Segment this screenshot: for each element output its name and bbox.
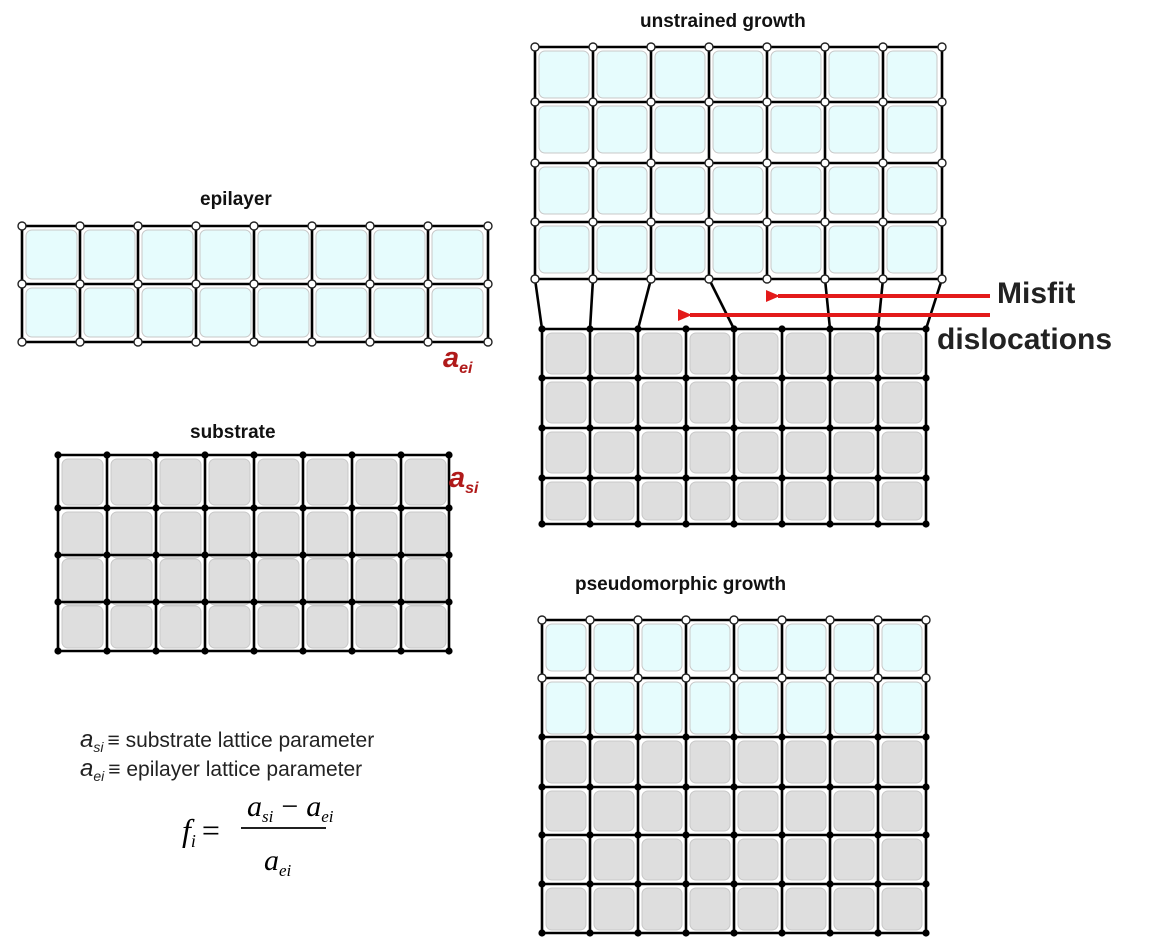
- unstrained-substrate-cells: [545, 332, 923, 521]
- substrate-label: substrate: [190, 422, 276, 443]
- unstrained-substrate-atoms: [538, 325, 930, 528]
- unstrained-epilayer-atoms: [530, 42, 947, 284]
- substrate-lattice: [54, 451, 453, 655]
- pseudomorphic-epilayer-cells: [545, 623, 923, 735]
- definitions: asi≡ substrate lattice parameter aei≡ ep…: [80, 726, 374, 784]
- epilayer-atoms: [17, 221, 493, 347]
- pseudomorphic-epilayer-atoms: [537, 615, 931, 683]
- unstrained-growth-label: unstrained growth: [640, 11, 806, 32]
- pseudomorphic-substrate-atoms: [538, 733, 930, 937]
- epilayer-cells: [25, 229, 484, 338]
- epilayer-label: epilayer: [200, 189, 272, 210]
- aei-symbol: aei: [443, 342, 473, 377]
- definition-epilayer: aei≡ epilayer lattice parameter: [80, 755, 362, 784]
- unstrained-epilayer-cells: [538, 50, 938, 274]
- formula-denominator: aei: [264, 844, 292, 880]
- asi-symbol: asi: [449, 462, 479, 497]
- misfit-formula: fi= asi−aei aei: [182, 790, 334, 880]
- pseudomorphic-growth-label: pseudomorphic growth: [575, 574, 786, 595]
- epilayer-lattice: [17, 221, 493, 347]
- formula-numerator: asi−aei: [247, 790, 334, 826]
- dislocations-label: dislocations: [937, 323, 1112, 356]
- pseudomorphic-substrate-cells: [545, 740, 923, 931]
- definition-substrate: asi≡ substrate lattice parameter: [80, 726, 374, 755]
- formula-lhs: fi=: [182, 812, 220, 851]
- pseudomorphic-growth-lattice: [537, 615, 931, 937]
- substrate-atoms: [54, 451, 453, 655]
- unstrained-growth-lattice: [530, 42, 947, 528]
- interface-bonds: [533, 278, 944, 330]
- misfit-label: Misfit: [997, 277, 1075, 310]
- misfit-arrows: [678, 290, 990, 321]
- substrate-cells: [61, 458, 447, 649]
